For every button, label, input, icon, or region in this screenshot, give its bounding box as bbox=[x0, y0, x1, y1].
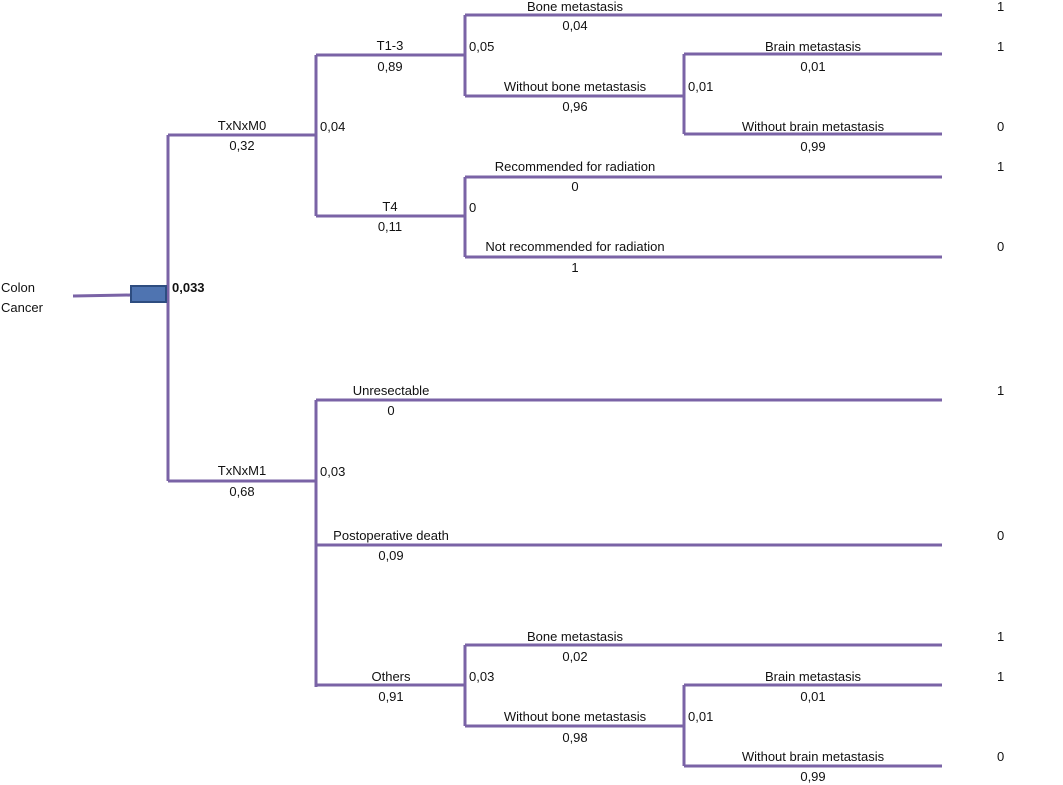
t13-label: T1-3 bbox=[376, 38, 404, 53]
m0-bone-prob: 0,04 bbox=[562, 18, 588, 33]
m1-nobone-label: Without bone metastasis bbox=[503, 709, 647, 724]
decision-node bbox=[130, 285, 167, 303]
m0-bone-payoff: 1 bbox=[997, 0, 1005, 14]
root-edge bbox=[72, 293, 132, 298]
m1-nobrain-prob: 0,99 bbox=[800, 769, 826, 784]
m1-label: TxNxM1 bbox=[217, 463, 267, 478]
m0-bone-label: Bone metastasis bbox=[526, 0, 624, 14]
root-value: 0,033 bbox=[172, 280, 205, 295]
norad-label: Not recommended for radiation bbox=[485, 239, 665, 254]
others-prob: 0,91 bbox=[378, 689, 404, 704]
m0-nobrain-prob: 0,99 bbox=[800, 139, 826, 154]
m0-nobrain-label: Without brain metastasis bbox=[741, 119, 885, 134]
rad-payoff: 1 bbox=[997, 159, 1005, 174]
unresectable-label: Unresectable bbox=[352, 383, 430, 398]
m0-nobone-label: Without bone metastasis bbox=[503, 79, 647, 94]
others-label: Others bbox=[371, 669, 411, 684]
unresectable-payoff: 1 bbox=[997, 383, 1005, 398]
m1-bone-label: Bone metastasis bbox=[526, 629, 624, 644]
m0-nobrain-payoff: 0 bbox=[997, 119, 1005, 134]
m0-node-value: 0,04 bbox=[320, 119, 346, 134]
postop-label: Postoperative death bbox=[333, 528, 449, 543]
m1-bone-payoff: 1 bbox=[997, 629, 1005, 644]
m1-brain-prob: 0,01 bbox=[800, 689, 826, 704]
unresectable-prob: 0 bbox=[387, 403, 395, 418]
m0-nobone-node-value: 0,01 bbox=[688, 79, 714, 94]
m1-brain-label: Brain metastasis bbox=[764, 669, 862, 684]
postop-prob: 0,09 bbox=[378, 548, 404, 563]
m0-brain-prob: 0,01 bbox=[800, 59, 826, 74]
m0-brain-label: Brain metastasis bbox=[764, 39, 862, 54]
m1-node-value: 0,03 bbox=[320, 464, 346, 479]
t13-node-value: 0,05 bbox=[469, 39, 495, 54]
t4-node-value: 0 bbox=[469, 200, 477, 215]
t4-label: T4 bbox=[382, 199, 398, 214]
m0-brain-payoff: 1 bbox=[997, 39, 1005, 54]
m1-nobrain-label: Without brain metastasis bbox=[741, 749, 885, 764]
m1-nobone-prob: 0,98 bbox=[562, 730, 588, 745]
norad-payoff: 0 bbox=[997, 239, 1005, 254]
m1-brain-payoff: 1 bbox=[997, 669, 1005, 684]
rad-label: Recommended for radiation bbox=[494, 159, 656, 174]
m1-nobrain-payoff: 0 bbox=[997, 749, 1005, 764]
m0-label: TxNxM0 bbox=[217, 118, 267, 133]
others-node-value: 0,03 bbox=[469, 669, 495, 684]
root-label-line1: Colon bbox=[1, 280, 35, 295]
norad-prob: 1 bbox=[571, 260, 579, 275]
m0-nobone-prob: 0,96 bbox=[562, 99, 588, 114]
m1-nobone-node-value: 0,01 bbox=[688, 709, 714, 724]
m1-bone-prob: 0,02 bbox=[562, 649, 588, 664]
t4-prob: 0,11 bbox=[377, 219, 403, 234]
root-label-line2: Cancer bbox=[1, 300, 43, 315]
m1-prob: 0,68 bbox=[229, 484, 255, 499]
postop-payoff: 0 bbox=[997, 528, 1005, 543]
rad-prob: 0 bbox=[571, 179, 579, 194]
m0-prob: 0,32 bbox=[229, 138, 255, 153]
t13-prob: 0,89 bbox=[377, 59, 403, 74]
